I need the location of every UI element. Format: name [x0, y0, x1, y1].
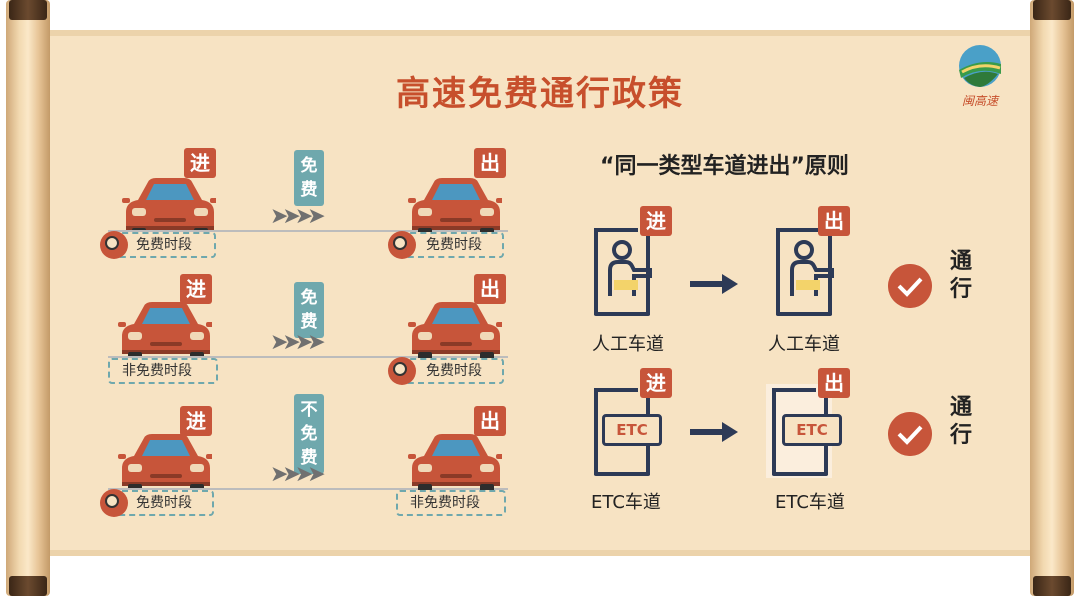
road-line	[108, 488, 508, 490]
toll-worker-icon	[790, 240, 834, 296]
enter-tag: 进	[184, 148, 216, 178]
enter-tag: 进	[640, 206, 672, 236]
logo-text: 闽高速	[961, 94, 998, 108]
check-icon	[888, 264, 932, 308]
period-badge: 免费时段	[388, 231, 504, 259]
arrow-right-icon	[690, 422, 738, 442]
arrow-right-icon	[690, 274, 738, 294]
enter-tag: 进	[180, 274, 212, 304]
result-tag: 不免费	[294, 394, 324, 474]
scroll-rod-cap	[9, 0, 47, 20]
lane-label: 人工车道	[592, 334, 664, 355]
car-icon	[408, 178, 502, 238]
principle-title: “同一类型车道进出”原则	[600, 154, 849, 179]
period-badge: 免费时段	[100, 231, 216, 259]
pass-label: 通行	[950, 249, 973, 302]
arrow-chevrons-icon: ➤➤➤➤	[270, 330, 326, 355]
scroll-paper	[50, 30, 1030, 556]
enter-tag: 进	[640, 368, 672, 398]
clock-icon	[388, 357, 416, 385]
road-line	[108, 356, 508, 358]
exit-tag: 出	[474, 406, 506, 436]
period-badge: 免费时段	[100, 489, 214, 517]
arrow-chevrons-icon: ➤➤➤➤	[270, 462, 326, 487]
period-badge: 非免费时段	[108, 358, 218, 384]
lane-label: ETC车道	[591, 492, 661, 513]
car-icon	[408, 434, 502, 494]
etc-reader-icon: ETC	[782, 414, 842, 446]
exit-tag: 出	[474, 274, 506, 304]
car-icon	[408, 302, 502, 362]
scroll-rod-cap	[1033, 576, 1071, 596]
lane-frame	[594, 228, 638, 232]
lane-frame	[594, 388, 638, 392]
scroll-rod-left	[6, 0, 50, 596]
toll-worker-icon	[608, 240, 652, 296]
period-badge: 免费时段	[388, 357, 504, 385]
exit-tag: 出	[818, 206, 850, 236]
scroll-rod-right	[1030, 0, 1074, 596]
period-badge: 非免费时段	[396, 490, 506, 516]
check-icon	[888, 412, 932, 456]
enter-tag: 进	[180, 406, 212, 436]
lane-label: ETC车道	[775, 492, 845, 513]
car-icon	[118, 302, 212, 362]
lane-label: 人工车道	[768, 334, 840, 355]
clock-icon	[100, 231, 128, 259]
logo-icon	[959, 45, 1001, 87]
exit-tag: 出	[474, 148, 506, 178]
arrow-chevrons-icon: ➤➤➤➤	[270, 204, 326, 229]
page-title: 高速免费通行政策	[396, 74, 684, 114]
road-line	[108, 230, 508, 232]
clock-icon	[100, 489, 128, 517]
scroll-rod-cap	[9, 576, 47, 596]
etc-reader-icon: ETC	[602, 414, 662, 446]
car-icon	[118, 434, 212, 494]
lane-frame	[776, 228, 820, 232]
clock-icon	[388, 231, 416, 259]
scroll-rod-cap	[1033, 0, 1071, 20]
result-tag: 免费	[294, 282, 324, 338]
result-tag: 免费	[294, 150, 324, 206]
exit-tag: 出	[818, 368, 850, 398]
lane-frame	[772, 388, 816, 392]
pass-label: 通行	[950, 395, 973, 448]
